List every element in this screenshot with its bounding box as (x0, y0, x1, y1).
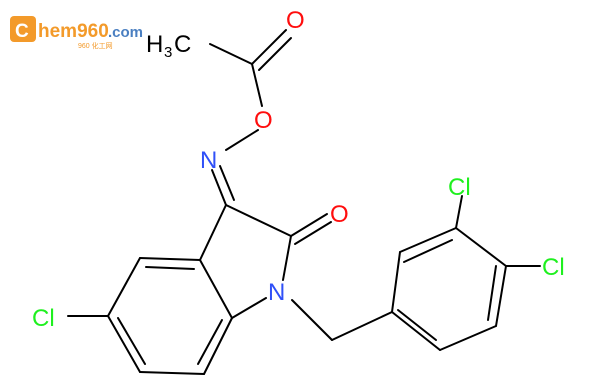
logo-badge (10, 16, 36, 42)
bond-methyl-carbonyl (209, 43, 253, 65)
bond-c7-c7a (203, 317, 233, 375)
bond-n-c3-a (211, 169, 227, 206)
bond-c2p-c3p-inner (403, 239, 453, 263)
bond-o-n (225, 129, 259, 151)
bond-c3p-c4p (455, 227, 507, 267)
bond-c2-o-b (294, 221, 332, 245)
logo-domain-text: .com (108, 24, 143, 41)
methyl-h-label: H (146, 31, 163, 58)
bond-c2-n1 (282, 235, 292, 281)
bond-c3a-c4 (139, 257, 201, 261)
methyl-subscript: 3 (164, 44, 172, 61)
chem960-logo: C hem960 .com 960 化工网 (10, 16, 143, 50)
bond-c6p-c1p-inner (397, 309, 437, 341)
bond-c5-c6 (107, 315, 141, 373)
chlorine-4prime-label: Cl (542, 254, 565, 281)
bond-c5p-c6p (439, 325, 497, 351)
bond-n1-c7a (231, 297, 267, 319)
bond-c7-c7a-inner (197, 319, 223, 365)
bond-c3a-c4-inner (145, 266, 195, 270)
bond-carbonyl-o-a (251, 29, 287, 65)
bond-n-c3-b (219, 165, 235, 201)
ring-nitrogen-label: N (268, 279, 285, 306)
bond-carbonyl-ester-o (251, 63, 263, 107)
logo-letter-c: C (15, 21, 29, 42)
bond-ch2-aryl (331, 311, 393, 341)
bond-c2-o-a (290, 213, 328, 237)
bond-c3-c2 (225, 204, 292, 237)
bond-c1p-c2p (391, 251, 401, 313)
bond-c2p-c3p (399, 227, 457, 253)
logo-tagline: 960 化工网 (78, 41, 113, 50)
bond-c4-c5 (107, 257, 141, 317)
atom-labels: H 3 C O O N O N Cl Cl Cl (32, 7, 565, 332)
carbonyl-oxygen-label: O (286, 7, 305, 34)
bond-c3a-c7a (199, 259, 233, 319)
chlorine-5-label: Cl (32, 305, 55, 332)
bonds (67, 29, 541, 375)
methyl-c-label: C (174, 31, 191, 58)
bond-n1-ch2 (291, 299, 333, 341)
ester-oxygen-label: O (254, 107, 273, 134)
logo-brand-text: hem960 (38, 21, 109, 42)
bond-c5-c6-inner (117, 317, 146, 365)
bond-c3-c3a (199, 204, 227, 261)
lactam-oxygen-label: O (330, 201, 349, 228)
bond-c6-c7 (139, 371, 205, 375)
chlorine-3prime-label: Cl (448, 174, 471, 201)
bond-c3p-cl (455, 195, 463, 229)
oxime-nitrogen-label: N (200, 147, 217, 174)
bond-c6p-c1p (391, 311, 441, 351)
bond-c4p-c5p (495, 265, 507, 327)
bond-c4p-c5p-inner (487, 265, 497, 321)
bond-carbonyl-o-b (258, 37, 292, 71)
